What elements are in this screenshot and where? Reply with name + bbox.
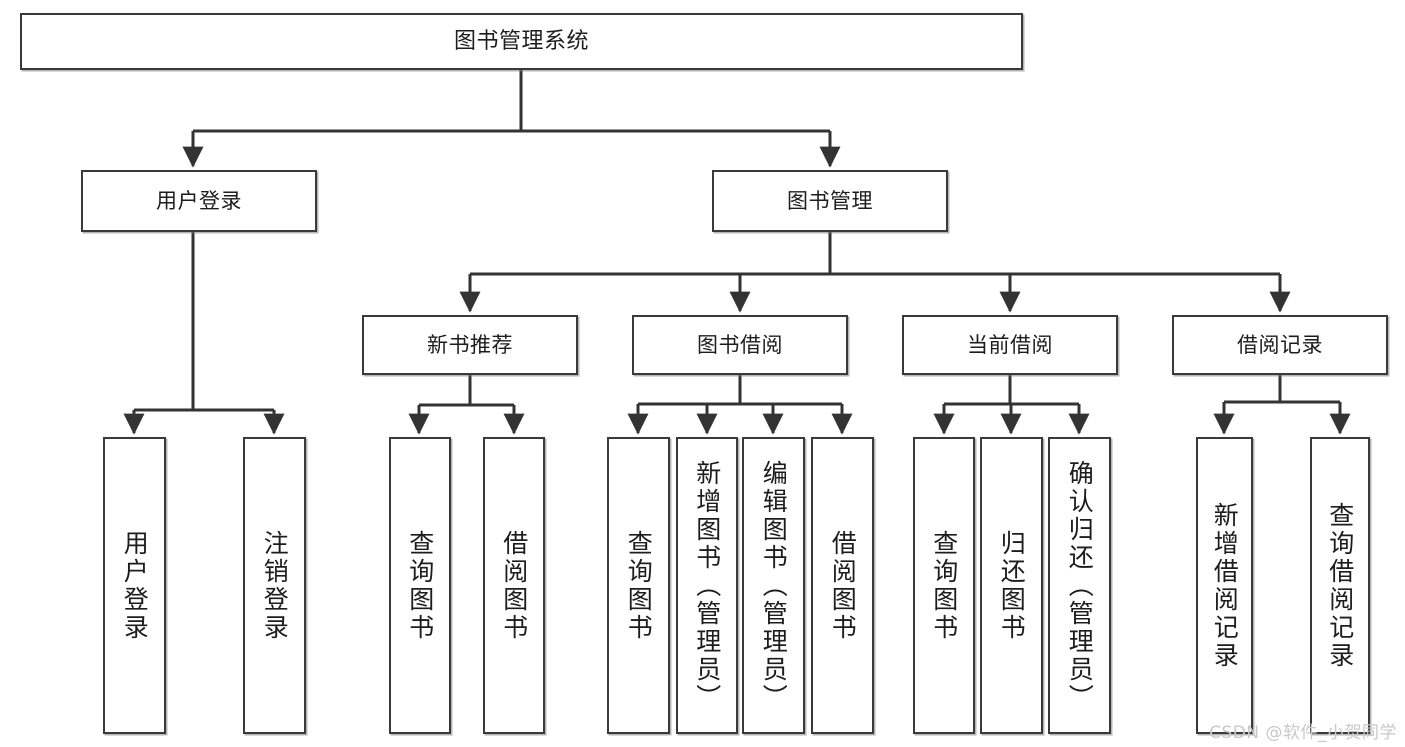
leaf-add-book-admin[interactable]: 新增图书（管理员） — [676, 437, 738, 734]
csdn-watermark: CSDN @软件_小贺同学 — [1209, 723, 1397, 743]
node-label: 图书管理系统 — [453, 28, 589, 54]
node-label: 当前借阅 — [967, 332, 1053, 357]
leaf-borrow-book[interactable]: 借阅图书 — [811, 437, 874, 734]
node-borrowing-records[interactable]: 借阅记录 — [1172, 315, 1388, 375]
node-label: 新书推荐 — [427, 332, 513, 357]
node-label: 借阅图书 — [828, 529, 858, 642]
leaf-return-book[interactable]: 归还图书 — [980, 437, 1043, 734]
node-book-management[interactable]: 图书管理 — [712, 170, 948, 232]
leaf-confirm-return-admin[interactable]: 确认归还（管理员） — [1048, 437, 1111, 734]
leaf-add-borrow-record[interactable]: 新增借阅记录 — [1196, 437, 1253, 734]
node-label: 借阅记录 — [1237, 332, 1323, 357]
node-label: 归还图书 — [997, 529, 1027, 642]
node-label: 编辑图书（管理员） — [759, 459, 789, 712]
leaf-query-borrow-record[interactable]: 查询借阅记录 — [1310, 437, 1370, 734]
node-book-borrowing[interactable]: 图书借阅 — [632, 315, 848, 375]
node-root-book-management-system[interactable]: 图书管理系统 — [20, 13, 1023, 70]
node-new-book-recommendation[interactable]: 新书推荐 — [362, 315, 578, 375]
node-label: 新增借阅记录 — [1210, 501, 1240, 670]
leaf-query-book-recommend[interactable]: 查询图书 — [389, 437, 451, 734]
node-label: 查询图书 — [929, 529, 959, 642]
leaf-query-book-current[interactable]: 查询图书 — [913, 437, 975, 734]
node-label: 用户登录 — [120, 529, 150, 642]
leaf-borrow-book-recommend[interactable]: 借阅图书 — [483, 437, 545, 734]
node-label: 注销登录 — [260, 529, 290, 642]
node-label: 查询借阅记录 — [1325, 501, 1355, 670]
node-label: 确认归还（管理员） — [1065, 459, 1095, 712]
leaf-logout[interactable]: 注销登录 — [243, 437, 306, 734]
node-label: 图书借阅 — [697, 332, 783, 357]
leaf-user-login[interactable]: 用户登录 — [103, 437, 166, 734]
node-label: 借阅图书 — [499, 529, 529, 642]
node-label: 用户登录 — [156, 188, 242, 213]
leaf-query-book-borrow[interactable]: 查询图书 — [607, 437, 670, 734]
node-user-login[interactable]: 用户登录 — [81, 170, 317, 232]
node-label: 新增图书（管理员） — [692, 459, 722, 712]
leaf-edit-book-admin[interactable]: 编辑图书（管理员） — [742, 437, 805, 734]
node-label: 查询图书 — [405, 529, 435, 642]
node-label: 查询图书 — [624, 529, 654, 642]
node-label: 图书管理 — [787, 188, 873, 213]
node-current-borrowing[interactable]: 当前借阅 — [902, 315, 1118, 375]
